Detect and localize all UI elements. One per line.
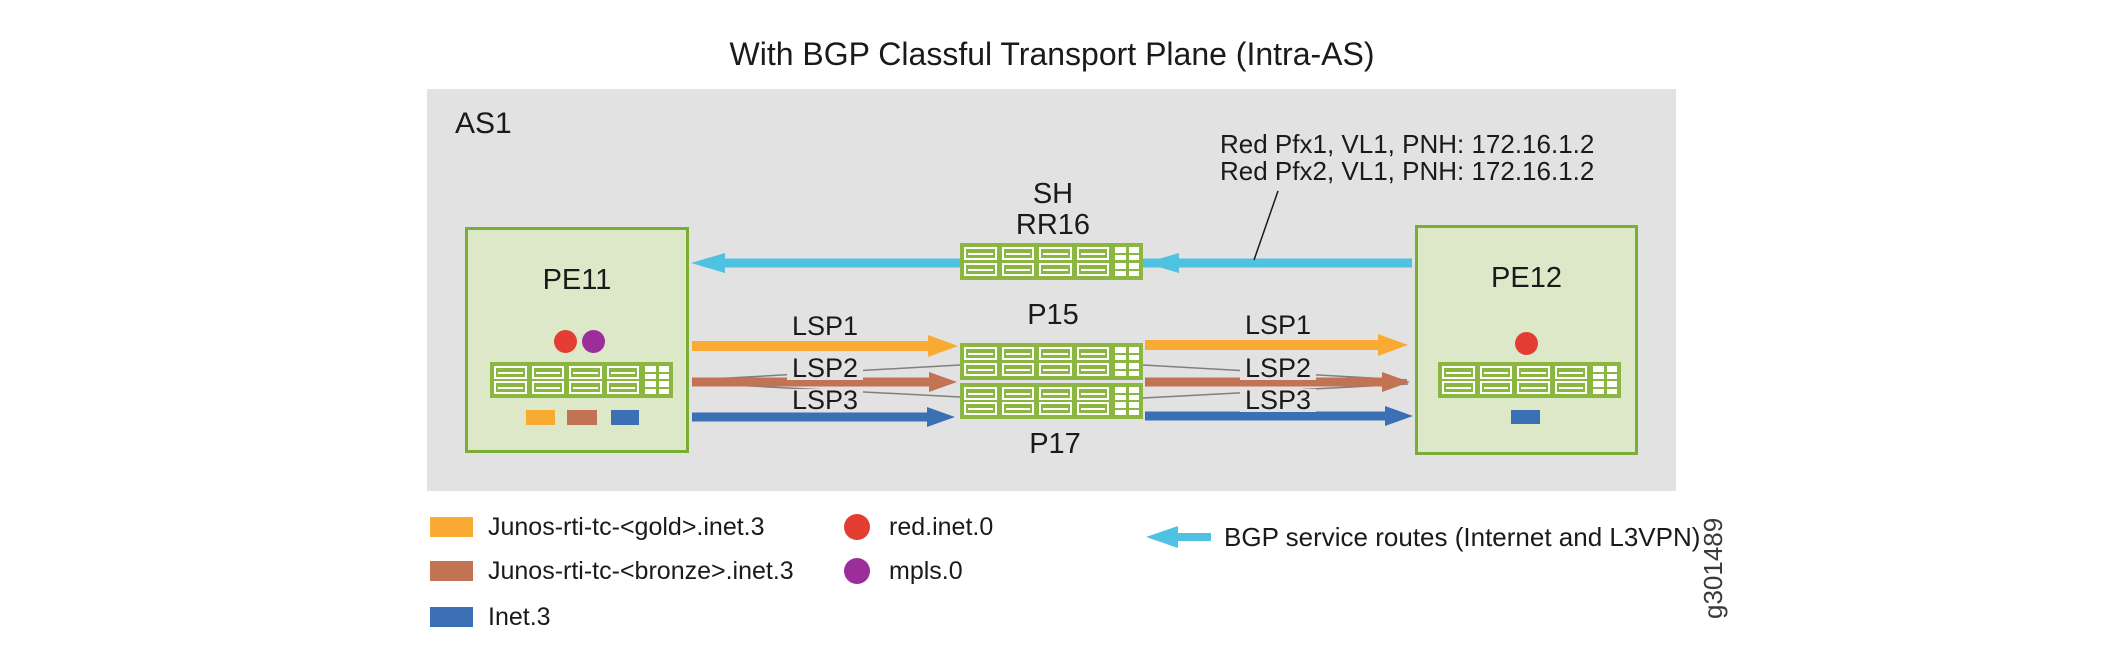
- legend-red-dot-icon: [844, 514, 870, 540]
- legend-bronze-swatch: [430, 561, 473, 581]
- lsp1-left-label: LSP1: [791, 311, 859, 341]
- lsp2-left-label-wrap: LSP2: [775, 355, 875, 382]
- legend-bgp-arrowhead: [1146, 526, 1178, 548]
- legend-gold-label: Junos-rti-tc-<gold>.inet.3: [488, 513, 765, 541]
- lsp2-left-label: LSP2: [786, 355, 864, 382]
- lsp2-right-label: LSP2: [1239, 355, 1317, 382]
- legend-bronze-label: Junos-rti-tc-<bronze>.inet.3: [488, 557, 794, 585]
- lsp1-left-label-wrap: LSP1: [775, 311, 875, 341]
- red-inet0-dot-icon: [1515, 332, 1538, 355]
- pe12-label: PE12: [1491, 262, 1562, 294]
- p15-label: P15: [1027, 299, 1079, 331]
- red-inet0-dot-icon: [554, 330, 577, 353]
- rr16-name-label: RR16: [1015, 209, 1091, 241]
- inet3-table-swatch: [611, 410, 639, 425]
- lsp1-right-arrowhead: [1378, 334, 1408, 356]
- legend-bgp-label: BGP service routes (Internet and L3VPN): [1224, 522, 1701, 552]
- route-annotation: Red Pfx1, VL1, PNH: 172.16.1.2 Red Pfx2,…: [1220, 131, 1594, 185]
- bronze-table-swatch: [567, 410, 597, 425]
- figure-title: With BGP Classful Transport Plane (Intra…: [729, 36, 1375, 72]
- p17-label: P17: [1029, 428, 1081, 460]
- mpls0-dot-icon: [582, 330, 605, 353]
- legend-purple-dot-icon: [844, 558, 870, 584]
- legend-inet-label: Inet.3: [488, 603, 551, 631]
- bgp-route-arrowhead-pe11: [691, 253, 725, 273]
- lsp3-right-label-wrap: LSP3: [1228, 387, 1328, 414]
- pe12-node: PE12: [1415, 225, 1638, 455]
- route-annotation-line1: Red Pfx1, VL1, PNH: 172.16.1.2: [1220, 129, 1595, 159]
- inet3-table-swatch: [1511, 410, 1540, 424]
- pe11-node: PE11: [465, 227, 689, 453]
- pe11-router-icon: [490, 362, 673, 398]
- lsp1-left-arrowhead: [928, 335, 958, 357]
- legend-red-label: red.inet.0: [889, 513, 994, 541]
- rr16-router-icon: [960, 243, 1143, 280]
- gold-table-swatch: [526, 410, 555, 425]
- lsp2-right-label-wrap: LSP2: [1228, 355, 1328, 382]
- lsp1-right-label-wrap: LSP1: [1228, 310, 1328, 340]
- pe11-label: PE11: [542, 264, 612, 296]
- lsp2-left-arrowhead: [929, 372, 957, 392]
- rr16-label: SH RR16: [953, 179, 1153, 241]
- bgp-route-arrowhead-rr16: [1145, 253, 1179, 273]
- annotation-leader-line: [1253, 190, 1279, 261]
- legend-gold-swatch: [430, 517, 473, 537]
- legend-inet-swatch: [430, 607, 473, 627]
- route-annotation-line2: Red Pfx2, VL1, PNH: 172.16.1.2: [1220, 156, 1595, 186]
- as1-label: AS1: [455, 107, 512, 140]
- pe12-router-icon: [1438, 362, 1621, 398]
- lsp3-left-arrowhead: [927, 407, 955, 427]
- lsp3-left-label: LSP3: [786, 387, 864, 414]
- lsp3-right-label: LSP3: [1239, 387, 1317, 414]
- p15-router-icon: [960, 343, 1143, 380]
- lsp3-left-label-wrap: LSP3: [775, 387, 875, 414]
- legend-mpls-label: mpls.0: [889, 557, 963, 585]
- lsp1-right-label: LSP1: [1244, 310, 1312, 340]
- lsp2-right-arrowhead: [1382, 372, 1410, 392]
- rr16-role-label: SH: [1032, 178, 1074, 210]
- p17-router-icon: [960, 383, 1143, 419]
- lsp3-right-arrowhead: [1385, 406, 1413, 426]
